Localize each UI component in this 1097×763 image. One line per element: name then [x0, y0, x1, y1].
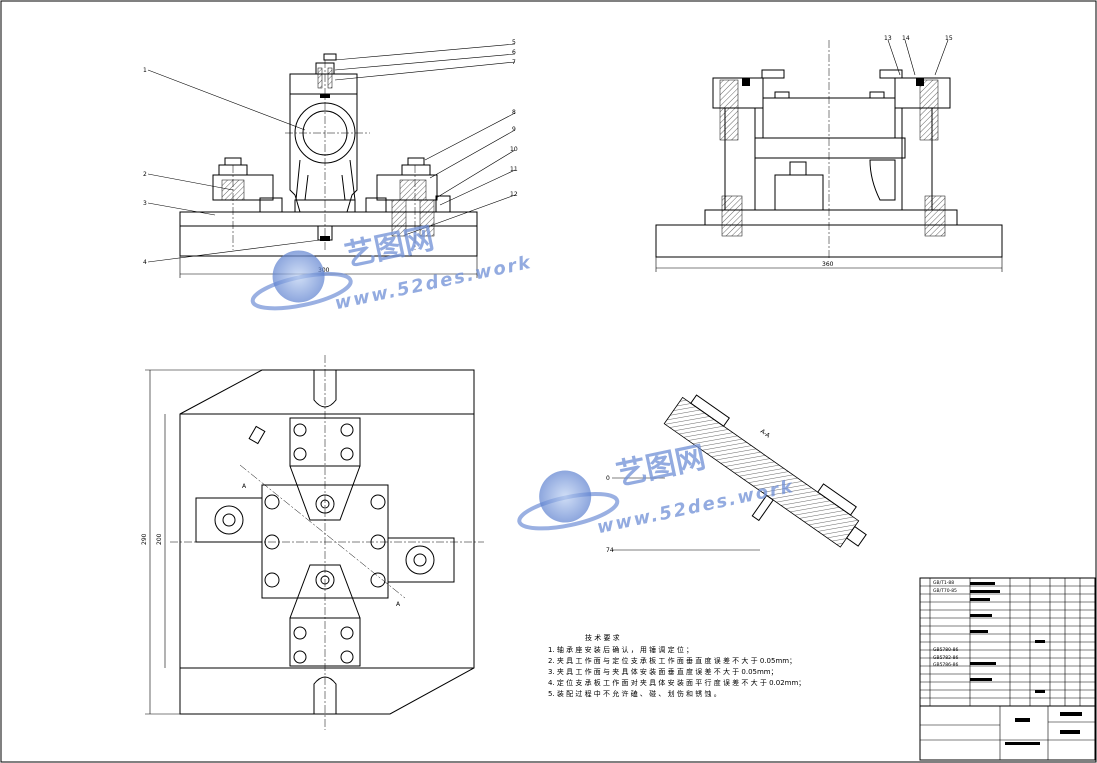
part-label-5: 5 — [512, 39, 516, 46]
section-view — [663, 394, 867, 548]
part-label-12: 12 — [510, 191, 518, 198]
part-label-11: 11 — [510, 166, 518, 173]
section-dim-bottom: 74 — [606, 547, 614, 554]
watermark-brand-2: 艺图网 — [613, 440, 708, 493]
part-label-2: 2 — [143, 171, 147, 178]
section-mark-top: A — [242, 483, 247, 490]
globe-icon — [539, 470, 592, 523]
section-title: A-A — [759, 428, 772, 440]
tech-req-line-5: 5. 装 配 过 程 中 不 允 许 磕 、 碰 、 划 伤 和 锈 蚀 。 — [548, 689, 721, 698]
part-label-13: 13 — [884, 35, 892, 42]
watermark-brand-1: 艺图网 — [342, 221, 437, 274]
part-label-9: 9 — [512, 126, 516, 133]
tech-req-line-4: 4. 定 位 支 承 板 工 作 面 对 夹 具 体 安 装 面 平 行 度 误… — [548, 678, 805, 687]
section-dim-left: 0 — [606, 475, 610, 482]
part-label-7: 7 — [512, 59, 516, 66]
part-label-8: 8 — [512, 109, 516, 116]
bearing-cap — [289, 73, 358, 95]
part-label-1: 1 — [143, 67, 147, 74]
section-mark-bottom: A — [396, 601, 401, 608]
watermark-2: 艺图网 www.52des.work — [517, 440, 796, 538]
tech-req-line-3: 3. 夹 具 工 作 面 与 夹 具 体 安 装 面 垂 直 度 误 差 不 大… — [548, 667, 778, 676]
bom-standard-4: GB5782-86 — [933, 655, 959, 661]
front-view: 300 1 2 3 4 5 6 7 8 9 10 11 12 — [143, 39, 518, 278]
tech-req-title: 技 术 要 求 — [585, 633, 620, 642]
part-label-6: 6 — [512, 49, 516, 56]
bom-standard-3: GB5780-86 — [933, 647, 959, 653]
watermark-1: 艺图网 www.52des.work — [250, 221, 534, 314]
title-block: GB/T1-88 GB/T70-85 GB5780-86 GB5782-86 G… — [919, 577, 1096, 761]
bom-standard-1: GB/T1-88 — [933, 580, 954, 586]
side-dim-width: 360 — [822, 261, 834, 268]
technical-requirements: 技 术 要 求 1. 轴 承 座 安 装 后 确 认 ， 用 锤 调 定 位 ；… — [548, 633, 805, 698]
part-label-14: 14 — [902, 35, 910, 42]
top-view: A A 290 200 — [141, 355, 484, 730]
bom-standard-5: GB5786-86 — [933, 662, 959, 668]
top-dim-inner: 200 — [156, 533, 163, 545]
part-label-10: 10 — [510, 146, 518, 153]
tech-req-line-1: 1. 轴 承 座 安 装 后 确 认 ， 用 锤 调 定 位 ； — [548, 645, 693, 654]
tech-req-line-2: 2. 夹 具 工 作 面 与 定 位 支 承 板 工 作 面 垂 直 度 误 差… — [548, 656, 796, 665]
globe-icon — [272, 250, 325, 303]
part-label-15: 15 — [945, 35, 953, 42]
part-label-3: 3 — [143, 200, 147, 207]
part-label-4: 4 — [143, 259, 147, 266]
top-dim-outer: 290 — [141, 533, 148, 545]
bom-standard-2: GB/T70-85 — [933, 588, 957, 594]
side-view: 360 13 14 15 — [655, 35, 1003, 272]
